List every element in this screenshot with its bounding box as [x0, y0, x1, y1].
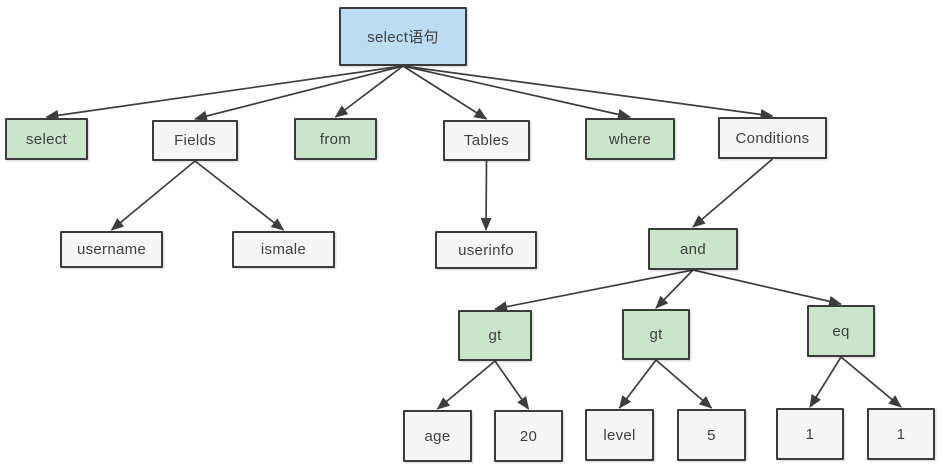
node-eq: eq [807, 305, 875, 357]
edge-gt2-to-level [618, 359, 657, 409]
node-where: where [585, 118, 675, 160]
node-label: select语句 [367, 29, 439, 46]
node-label: level [603, 426, 636, 444]
edge-root-to-select [45, 65, 404, 121]
node-label: Fields [174, 132, 216, 149]
edge-tables-to-userinfo [480, 160, 492, 231]
node-label: 1 [805, 425, 815, 443]
node-username: username [60, 231, 163, 268]
node-and: and [648, 228, 738, 270]
node-root: select语句 [339, 7, 467, 66]
node-label: from [319, 130, 352, 148]
node-label: where [608, 130, 652, 148]
edge-eq-to-one_left [809, 356, 842, 408]
node-num20: 20 [494, 410, 563, 462]
edge-root-to-from [334, 65, 404, 118]
edge-and-to-eq [692, 269, 842, 307]
node-fields: Fields [152, 120, 238, 161]
node-label: and [680, 240, 706, 258]
edge-fields-to-ismale [194, 160, 285, 231]
node-label: eq [832, 322, 850, 340]
edge-and-to-gt1 [494, 269, 694, 313]
node-ismale: ismale [232, 231, 335, 268]
edge-root-to-conditions [402, 65, 774, 120]
edge-root-to-tables [402, 65, 488, 120]
node-label: userinfo [458, 241, 514, 259]
node-label: 20 [519, 427, 538, 445]
node-from: from [294, 118, 377, 160]
node-userinfo: userinfo [435, 231, 537, 269]
node-conditions: Conditions [718, 117, 827, 159]
node-label: Tables [463, 132, 510, 149]
node-gt1: gt [458, 310, 532, 361]
node-label: gt [649, 326, 663, 343]
node-one_right: 1 [867, 408, 935, 460]
node-label: select [26, 130, 67, 148]
edge-fields-to-username [110, 160, 196, 231]
node-label: 5 [707, 426, 716, 444]
node-label: username [76, 241, 147, 258]
node-label: ismale [260, 241, 307, 258]
node-label: Conditions [735, 129, 810, 147]
edge-gt2-to-num5 [655, 359, 713, 409]
node-level: level [585, 409, 654, 461]
node-label: gt [488, 327, 502, 344]
edge-root-to-where [402, 65, 631, 120]
node-age: age [403, 410, 472, 462]
node-num5: 5 [677, 409, 746, 461]
node-tables: Tables [443, 120, 530, 161]
node-gt2: gt [622, 309, 690, 360]
edge-and-to-gt2 [655, 269, 694, 309]
node-label: age [424, 427, 451, 445]
edge-gt1-to-age [436, 360, 496, 410]
node-one_left: 1 [776, 408, 844, 460]
edge-gt1-to-num20 [494, 360, 530, 410]
edge-root-to-fields [194, 65, 404, 122]
node-select: select [5, 118, 88, 160]
edge-conditions-to-and [692, 158, 774, 228]
node-label: 1 [896, 425, 906, 443]
edge-eq-to-one_right [840, 356, 902, 408]
